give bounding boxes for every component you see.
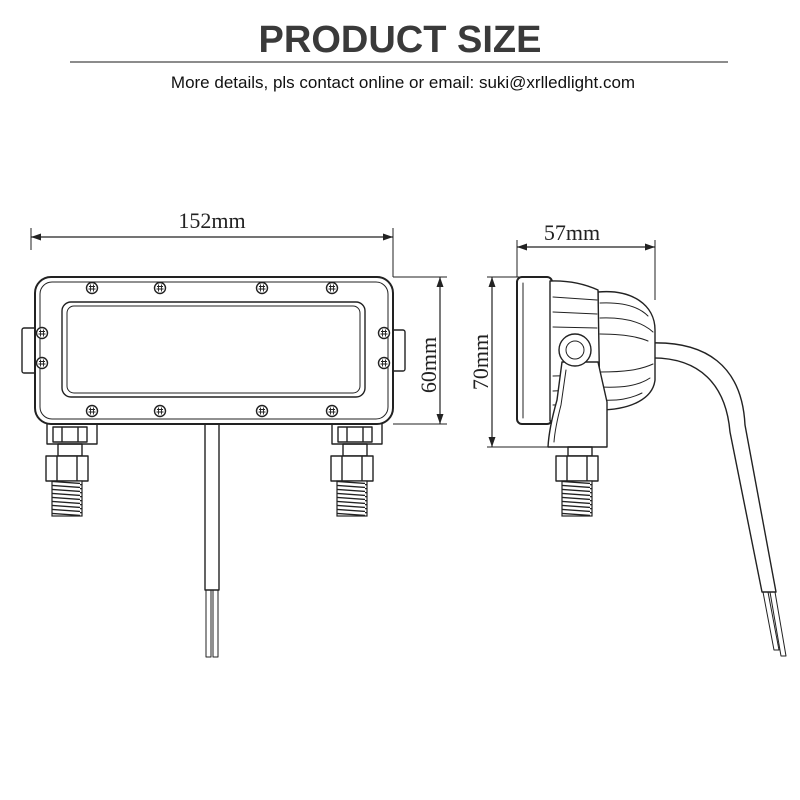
side-cable xyxy=(649,342,787,657)
screw-head xyxy=(377,326,391,340)
lower-nut xyxy=(330,455,374,482)
screw-knurl xyxy=(88,407,96,415)
cable-wire xyxy=(212,589,219,658)
screw xyxy=(377,356,391,370)
screw xyxy=(255,281,269,295)
screw xyxy=(255,404,269,418)
upper-nut xyxy=(337,426,373,443)
screw-knurl xyxy=(258,284,266,292)
cable-wire xyxy=(762,591,780,651)
bolt-thread xyxy=(336,480,368,517)
screw-head xyxy=(85,281,99,295)
depth-dimension-label: 57mm xyxy=(544,220,600,245)
cable-wire xyxy=(769,591,787,657)
screw xyxy=(325,404,339,418)
screw-head xyxy=(153,404,167,418)
housing-screws xyxy=(35,281,391,418)
front-cable xyxy=(204,423,220,658)
heatsink-fin xyxy=(599,317,654,333)
screw-head xyxy=(255,404,269,418)
width-dimension-label: 152mm xyxy=(178,208,245,233)
screw-head xyxy=(35,356,49,370)
lower-nut xyxy=(555,455,599,482)
screw-knurl xyxy=(380,359,388,367)
lower-nut xyxy=(45,455,89,482)
screw-knurl xyxy=(380,329,388,337)
bolt-shaft xyxy=(567,446,593,457)
screw-knurl xyxy=(38,329,46,337)
lamp-back-plate xyxy=(516,276,553,425)
heatsink-fin xyxy=(599,377,651,388)
bolt-shaft xyxy=(57,443,83,457)
screw xyxy=(35,326,49,340)
screw-head xyxy=(153,281,167,295)
cable-wire xyxy=(205,589,212,658)
screw xyxy=(153,281,167,295)
screw-knurl xyxy=(156,407,164,415)
heatsink xyxy=(597,290,656,411)
screw xyxy=(153,404,167,418)
left-mount xyxy=(45,423,98,517)
lens-frame xyxy=(61,301,366,398)
side-mount xyxy=(555,446,599,517)
screw-knurl xyxy=(38,359,46,367)
screw xyxy=(325,281,339,295)
cable-jacket xyxy=(204,423,220,591)
right-mount xyxy=(330,423,383,517)
bracket-inner-line xyxy=(553,369,567,443)
left-side-tab xyxy=(21,327,37,374)
page-title: PRODUCT SIZE xyxy=(259,19,542,61)
housing-inner-outline xyxy=(39,281,389,420)
screw xyxy=(85,404,99,418)
screw-head xyxy=(255,281,269,295)
lens xyxy=(66,305,361,394)
heatsink-outline xyxy=(597,290,656,411)
screw xyxy=(35,356,49,370)
heatsink-fin xyxy=(599,363,654,373)
contact-subtitle: More details, pls contact online or emai… xyxy=(171,73,635,92)
screw-knurl xyxy=(258,407,266,415)
screw-knurl xyxy=(88,284,96,292)
housing-outline xyxy=(34,276,394,425)
mount-bracket xyxy=(547,361,608,448)
side-view: 70mm 57mm xyxy=(468,220,787,657)
height-dimension-label: 60mm xyxy=(416,337,441,393)
screw-head xyxy=(85,404,99,418)
screw-head xyxy=(325,281,339,295)
cable-jacket xyxy=(649,342,777,593)
screw-head xyxy=(325,404,339,418)
screw-head xyxy=(35,326,49,340)
screw-knurl xyxy=(328,284,336,292)
screw xyxy=(377,326,391,340)
screw-head xyxy=(377,356,391,370)
bolt-shaft xyxy=(342,443,368,457)
bracket-knob xyxy=(558,333,592,367)
screw-knurl xyxy=(156,284,164,292)
upper-nut xyxy=(52,426,88,443)
front-view: 152mm 60mm xyxy=(21,208,447,658)
bolt-thread xyxy=(561,480,593,517)
heatsink-fin xyxy=(599,302,649,317)
overall-height-dimension-label: 70mm xyxy=(468,334,493,390)
bracket-knob-center xyxy=(565,340,585,360)
bolt-thread xyxy=(51,480,83,517)
screw xyxy=(85,281,99,295)
screw-knurl xyxy=(328,407,336,415)
heatsink-fin xyxy=(599,333,649,342)
